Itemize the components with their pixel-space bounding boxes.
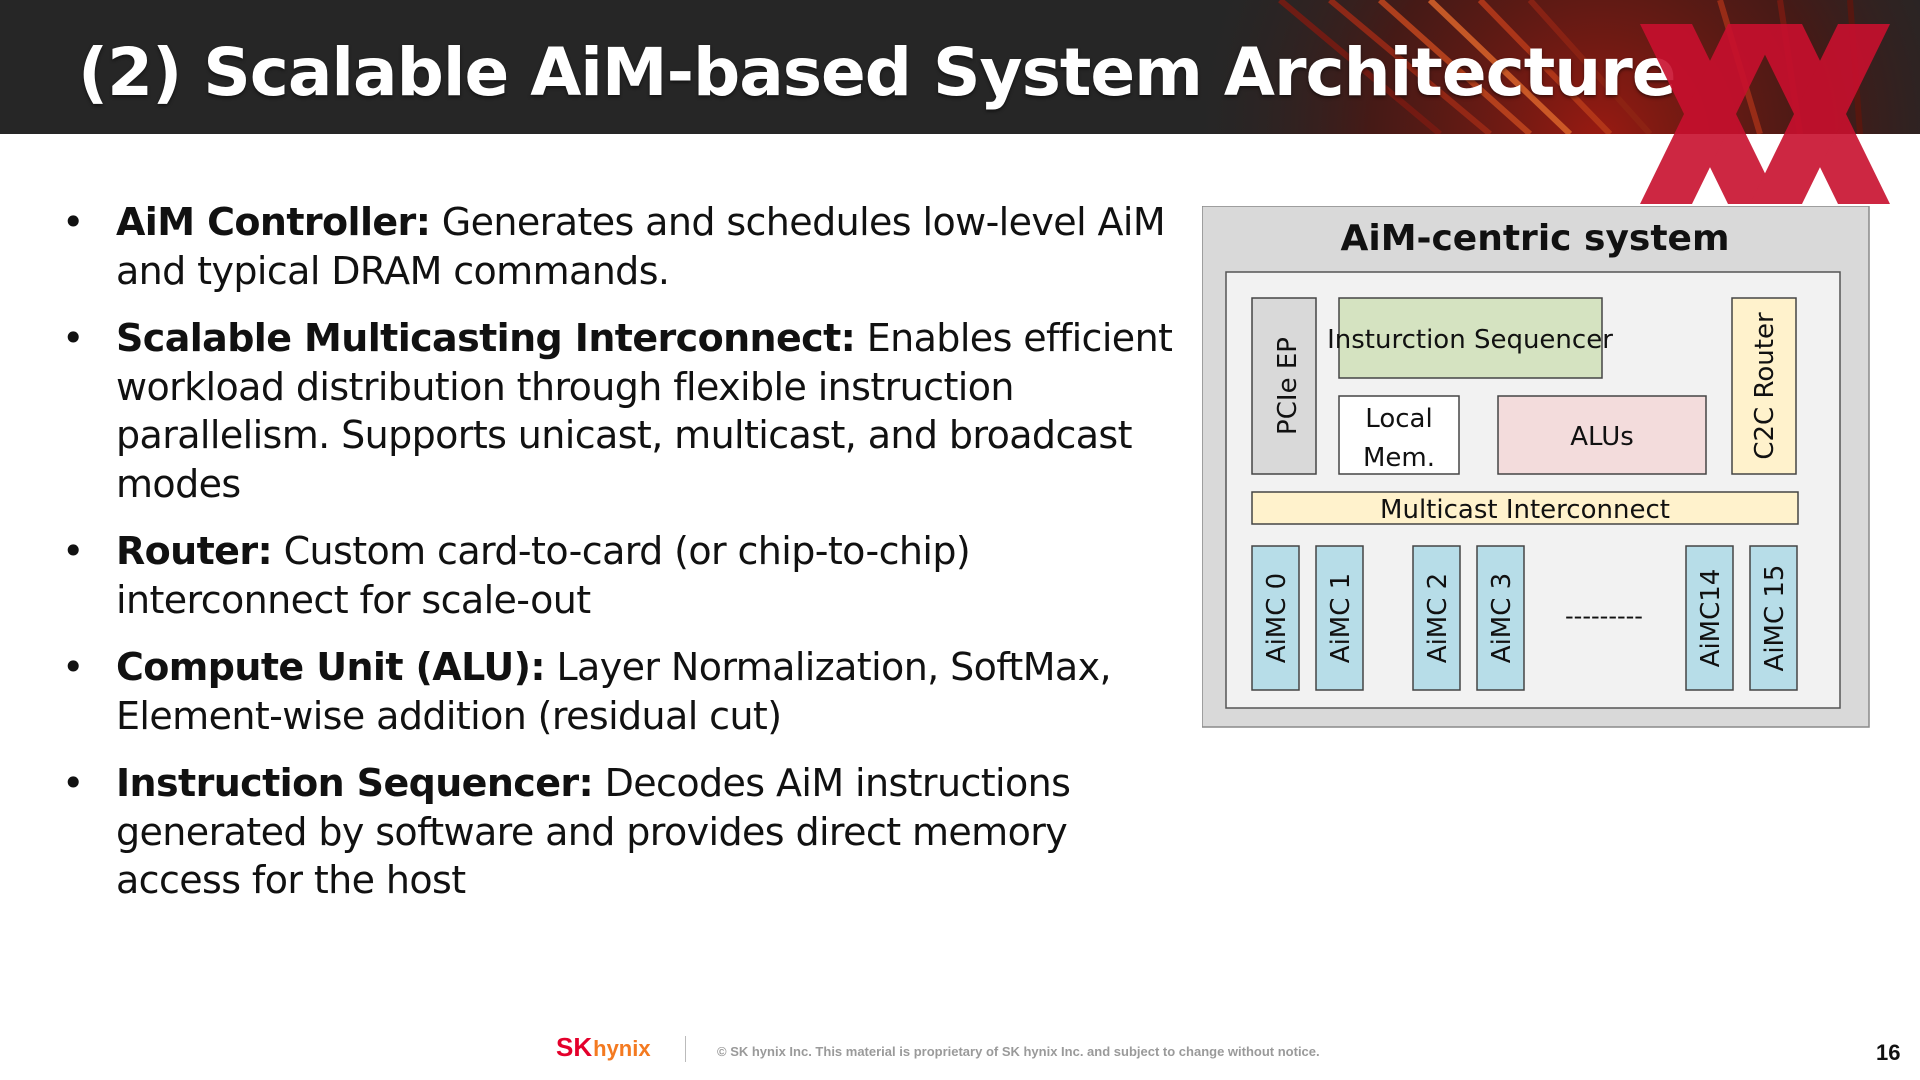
bullet-item: • Instruction Sequencer: Decodes AiM inst… [60,759,1180,905]
logo-sk-text: SK [556,1032,593,1062]
instruction-sequencer-label: Insturction Sequencer [1327,325,1613,355]
bullet-marker: • [62,761,84,805]
aimc-label: AiMC 3 [1487,573,1517,663]
bullet-item: • Router: Custom card-to-card (or chip-to… [60,527,1180,624]
c2c-router-label: C2C Router [1750,312,1780,460]
bullet-text: Decodes AiM instructions generated by so… [116,761,1071,902]
aimc-label: AiMC 2 [1423,573,1453,663]
bullet-term: Instruction Sequencer: [116,761,594,805]
aimc-block [1476,545,1525,691]
multicast-interconnect-block [1251,491,1799,525]
logo-hynix-text: hynix [593,1036,651,1061]
local-mem-label-line2: Mem. [1363,443,1435,473]
bullet-term: Compute Unit (ALU): [116,645,546,689]
bullet-list: • AiM Controller: Generates and schedules… [60,198,1180,924]
bullet-item: • Compute Unit (ALU): Layer Normalization… [60,643,1180,740]
footer-divider [685,1036,686,1062]
bullet-term: Scalable Multicasting Interconnect: [116,316,856,360]
system-diagram: AiM-centric system PCIe EP Insturction S… [1202,206,1870,728]
multicast-interconnect-label: Multicast Interconnect [1380,495,1670,525]
bullet-term: Router: [116,529,273,573]
aimc-label: AiMC 15 [1760,565,1790,672]
bullet-marker: • [62,645,84,689]
page-number: 16 [1876,1040,1901,1065]
bullet-text: Custom card-to-card (or chip-to-chip) in… [116,529,971,622]
aimc-label: AiMC 0 [1262,573,1292,663]
bullet-marker: • [62,200,84,244]
sk-hynix-logo: SKhynix [556,1032,651,1063]
bullet-text: Enables efficient workload distribution … [116,316,1173,506]
bullet-item: • Scalable Multicasting Interconnect: Ena… [60,314,1180,508]
alus-label: ALUs [1570,422,1634,452]
aimc-label: AiMC14 [1696,569,1726,668]
brand-x-mark [1640,24,1890,204]
local-mem-label-line1: Local [1365,404,1432,434]
alus-block [1497,395,1707,475]
bullet-marker: • [62,316,84,360]
aimc-ellipsis: --------- [1565,602,1643,630]
pcie-ep-block [1251,297,1317,475]
footer-notice: © SK hynix Inc. This material is proprie… [717,1044,1320,1059]
c2c-router-block [1731,297,1797,475]
aimc-block [1749,545,1798,691]
bullet-text: Generates and schedules low-level AiM an… [116,200,1166,293]
aimc-block [1685,545,1734,691]
pcie-ep-label: PCIe EP [1273,337,1303,435]
aimc-block [1251,545,1300,691]
aimc-block [1412,545,1461,691]
aimc-label: AiMC 1 [1326,573,1356,663]
local-mem-block [1338,395,1460,475]
slide-title: (2) Scalable AiM-based System Architectu… [78,34,1677,111]
bullet-item: • AiM Controller: Generates and schedules… [60,198,1180,295]
bullet-text: Layer Normalization, SoftMax, Element-wi… [116,645,1112,738]
aimc-block [1315,545,1364,691]
diagram-title: AiM-centric system [1341,218,1730,259]
bullet-term: AiM Controller: [116,200,431,244]
bullet-marker: • [62,529,84,573]
instruction-sequencer-block [1338,297,1603,379]
